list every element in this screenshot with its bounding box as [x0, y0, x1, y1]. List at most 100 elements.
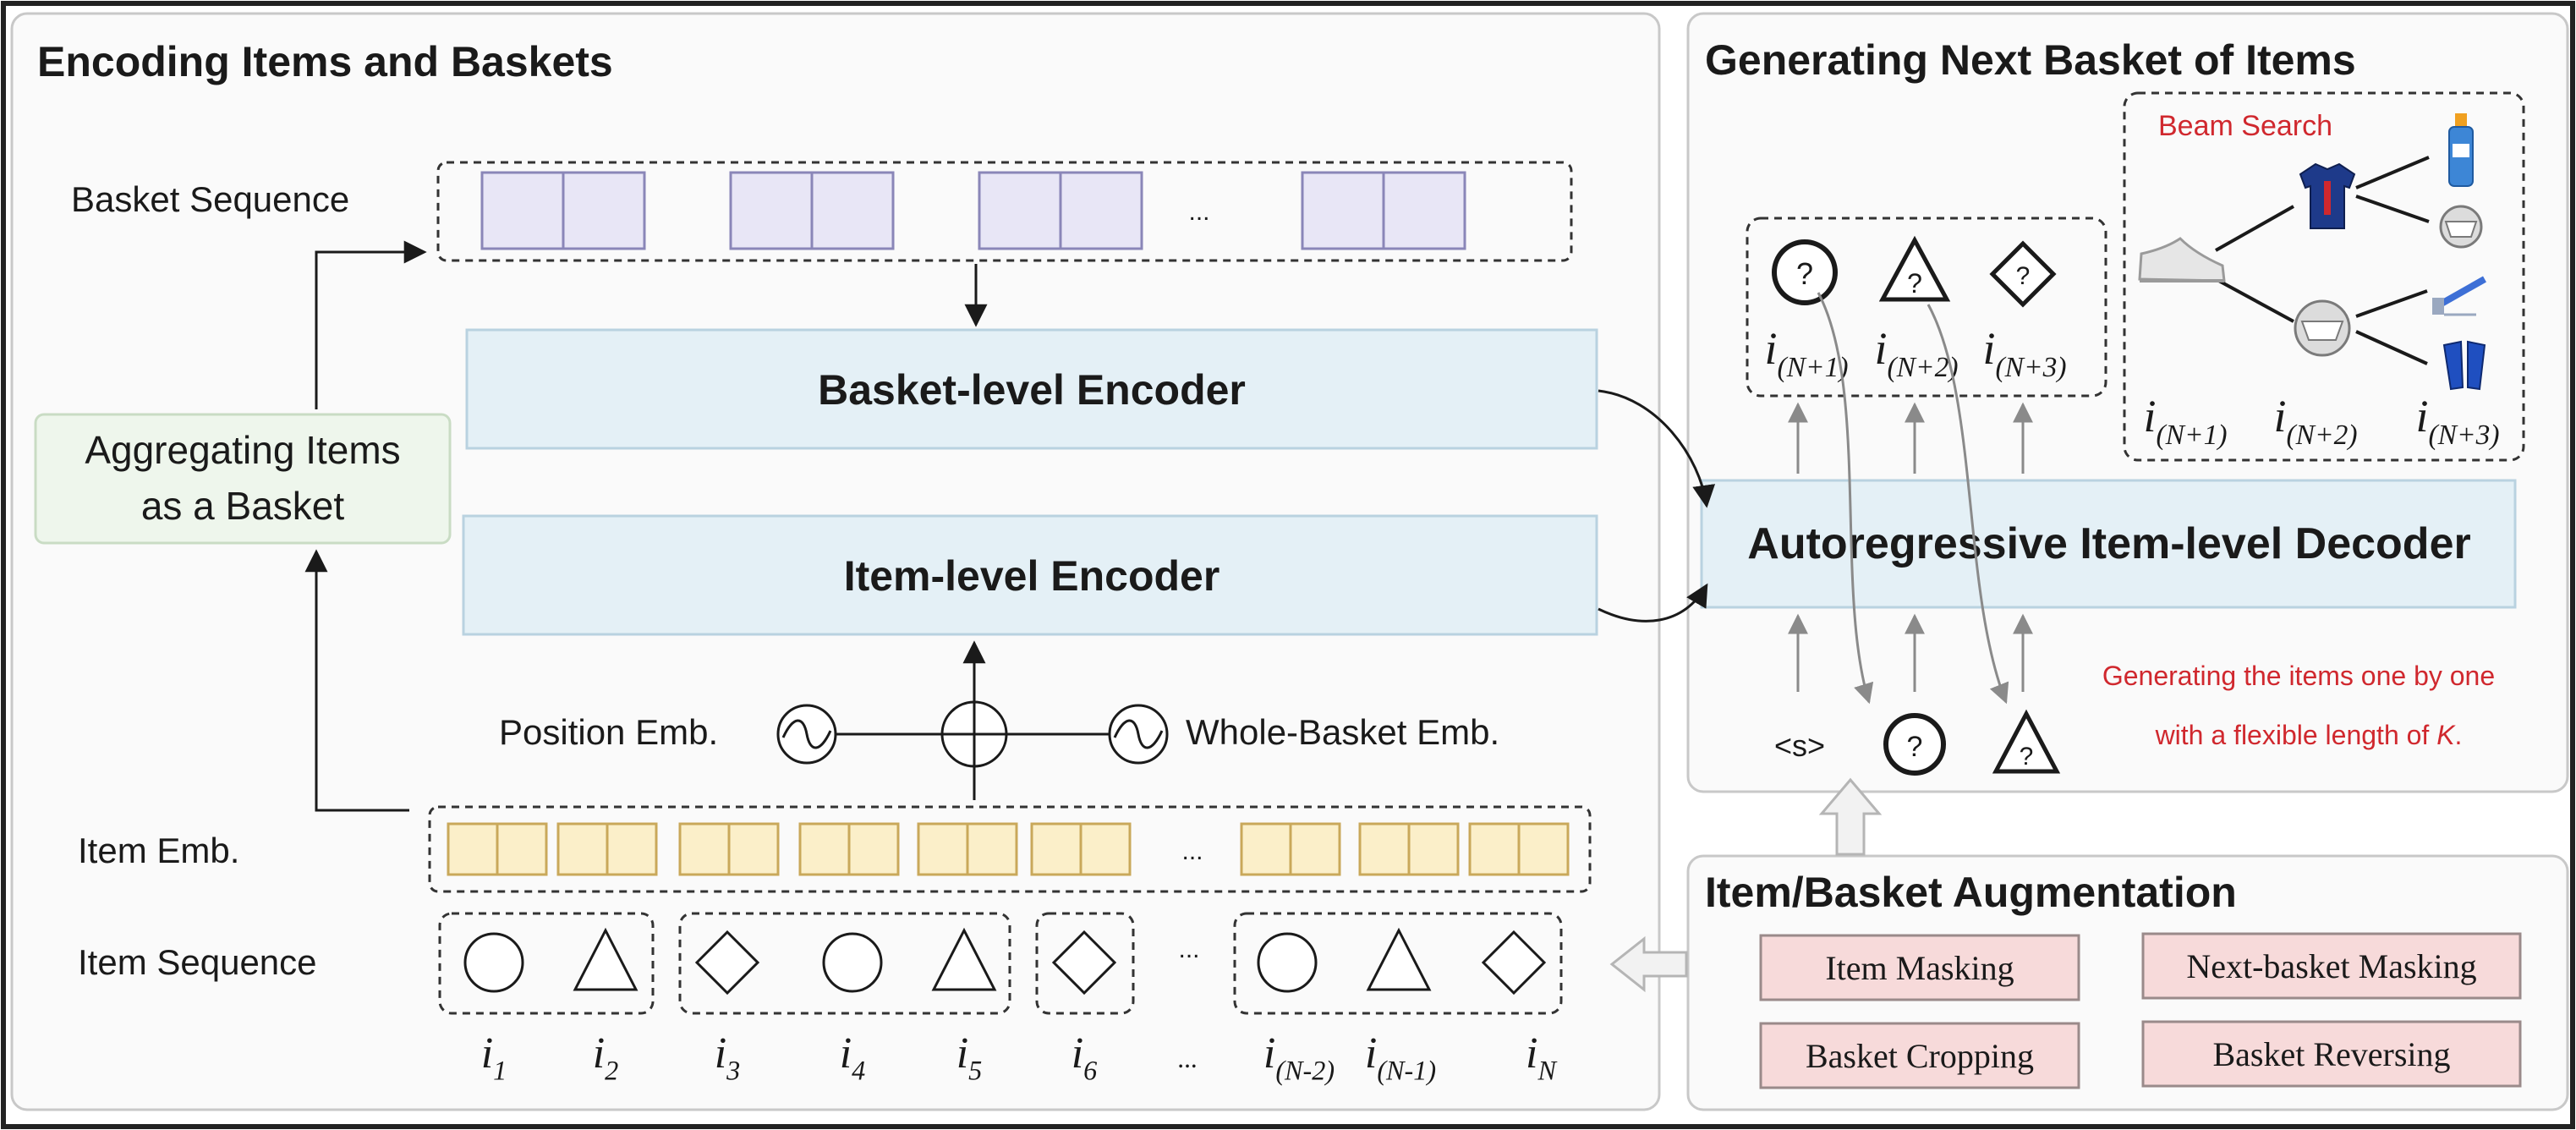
question-triangle-icon: ?	[1992, 709, 2061, 774]
basket-reversing-button[interactable]	[2141, 1020, 2522, 1088]
generation-note-line1: Generating the items one by one	[2102, 661, 2495, 691]
diamond-item-icon	[694, 930, 760, 996]
item-encoder-to-decoder-arrow	[1598, 583, 1708, 623]
question-circle-icon: ?	[1883, 713, 1946, 776]
seq-ellipsis: ...	[1178, 935, 1199, 963]
emb-cell	[1289, 822, 1341, 876]
question-triangle-icon: ?	[1878, 235, 1951, 302]
item-index-label: iN	[1526, 1029, 1557, 1086]
circle-item-icon	[822, 932, 883, 993]
svg-text:?: ?	[2020, 743, 2034, 771]
emb-cell	[1030, 822, 1082, 876]
triangle-item-icon	[931, 927, 997, 991]
basket-cropping-button[interactable]	[1759, 1022, 2080, 1089]
item-index-label: i(N+1)	[2144, 391, 2228, 451]
generated-items-box	[1746, 217, 2107, 398]
item-basket-group-1	[438, 912, 655, 1015]
item-index-label: i2	[593, 1029, 619, 1086]
feedback-arrow	[1817, 292, 1874, 705]
item-basket-group-3	[1035, 912, 1135, 1015]
augmentation-title: Item/Basket Augmentation	[1705, 869, 2237, 916]
basket-level-encoder-label: Basket-level Encoder	[818, 366, 1246, 414]
generated-subscripts: i(N+1)i(N+2)i(N+3)	[1765, 323, 2067, 383]
item-index-label: i5	[956, 1029, 983, 1086]
next-basket-masking-button[interactable]	[2141, 932, 2522, 1000]
item-index-label: i(N+1)	[1765, 323, 1849, 383]
whole-basket-wave-icon	[1108, 704, 1169, 765]
item-level-encoder-label: Item-level Encoder	[844, 552, 1220, 600]
decoder-label: Autoregressive Item-level Decoder	[1747, 519, 2470, 568]
item-masking-label: Item Masking	[1825, 949, 2014, 987]
item-subscripts: i1 i2 i3 i4 i5 i6... i(N-2) i(N-1) iN	[481, 1029, 1558, 1086]
encoding-panel-title: Encoding Items and Baskets	[37, 38, 613, 85]
generation-note-line2: with a flexible length of K.	[2155, 720, 2463, 750]
emb-cell	[1079, 822, 1132, 876]
diamond-item-icon	[1481, 930, 1547, 996]
bottle-icon	[2448, 113, 2474, 187]
next-basket-masking-label: Next-basket Masking	[2186, 947, 2476, 985]
basket-cells	[480, 171, 1466, 250]
shin-guards-icon	[2442, 340, 2486, 391]
svg-text:?: ?	[1907, 731, 1923, 763]
triangle-item-icon	[573, 927, 639, 991]
item-index-label: i(N+3)	[1983, 323, 2067, 383]
jersey-icon	[2299, 162, 2356, 229]
svg-text:?: ?	[2016, 262, 2031, 290]
sneaker-icon	[2138, 237, 2226, 282]
item-emb-box	[428, 805, 1592, 893]
aggregating-box	[34, 413, 452, 545]
plus-circle-icon	[940, 700, 1008, 768]
ball-icon	[2294, 299, 2351, 357]
item-masking-button[interactable]	[1759, 934, 2080, 1001]
emb-ellipsis: ...	[1181, 837, 1203, 865]
emb-cell	[1407, 822, 1460, 876]
beam-branch	[2355, 330, 2428, 365]
circle-item-icon	[463, 932, 524, 993]
item-index-label: i(N+3)	[2416, 391, 2500, 451]
beam-branch	[2355, 156, 2430, 189]
generating-panel-title: Generating Next Basket of Items	[1705, 36, 2356, 84]
item-index-label: i3	[715, 1029, 741, 1086]
emb-cell	[727, 822, 780, 876]
item-index-label: i(N+2)	[2274, 391, 2358, 451]
question-circle-icon: ?	[1772, 239, 1838, 305]
emb-cell	[1468, 822, 1521, 876]
basket-cell	[1382, 171, 1466, 250]
emb-cell	[496, 822, 548, 876]
item-index-label: i(N-2)	[1263, 1029, 1335, 1086]
emb-cell	[1517, 822, 1570, 876]
basket-ellipsis: ...	[1188, 198, 1209, 226]
start-token: <s>	[1774, 728, 1825, 763]
pump-icon	[2432, 276, 2486, 316]
item-index-label: i(N-1)	[1365, 1029, 1436, 1086]
aggregating-label-line2: as a Basket	[141, 484, 345, 528]
emb-cell	[966, 822, 1018, 876]
svg-text:?: ?	[1907, 268, 1922, 299]
emb-cell	[447, 822, 499, 876]
emb-cell	[917, 822, 969, 876]
basket-cell	[480, 171, 565, 250]
item-sequence-label: Item Sequence	[78, 942, 317, 982]
item-emb-label: Item Emb.	[78, 831, 239, 870]
item-index-label: ...	[1177, 1044, 1197, 1073]
ball-icon	[2439, 205, 2483, 249]
item-index-label: i1	[481, 1029, 507, 1086]
svg-text:?: ?	[1796, 256, 1813, 291]
item-index-label: i4	[840, 1029, 866, 1086]
beam-branch	[2355, 289, 2428, 318]
basket-cell	[729, 171, 814, 250]
beam-subscripts: i(N+1) i(N+2) i(N+3)	[2144, 391, 2500, 451]
position-emb-label: Position Emb.	[499, 712, 718, 752]
basket-level-encoder	[465, 328, 1598, 450]
beam-branch	[2355, 195, 2430, 223]
basket-cropping-label: Basket Cropping	[1806, 1037, 2034, 1075]
augment-to-sequence-arrow	[1609, 935, 1688, 993]
basket-cell	[810, 171, 895, 250]
emb-cell	[1240, 822, 1292, 876]
basket-cell	[978, 171, 1062, 250]
aggregate-to-basket-arrow	[315, 240, 427, 409]
basket-sequence-label: Basket Sequence	[71, 179, 349, 219]
item-emb-to-aggregate-arrow	[304, 549, 409, 812]
feedback-arrow	[1927, 304, 2009, 705]
item-index-label: i6	[1072, 1029, 1098, 1086]
